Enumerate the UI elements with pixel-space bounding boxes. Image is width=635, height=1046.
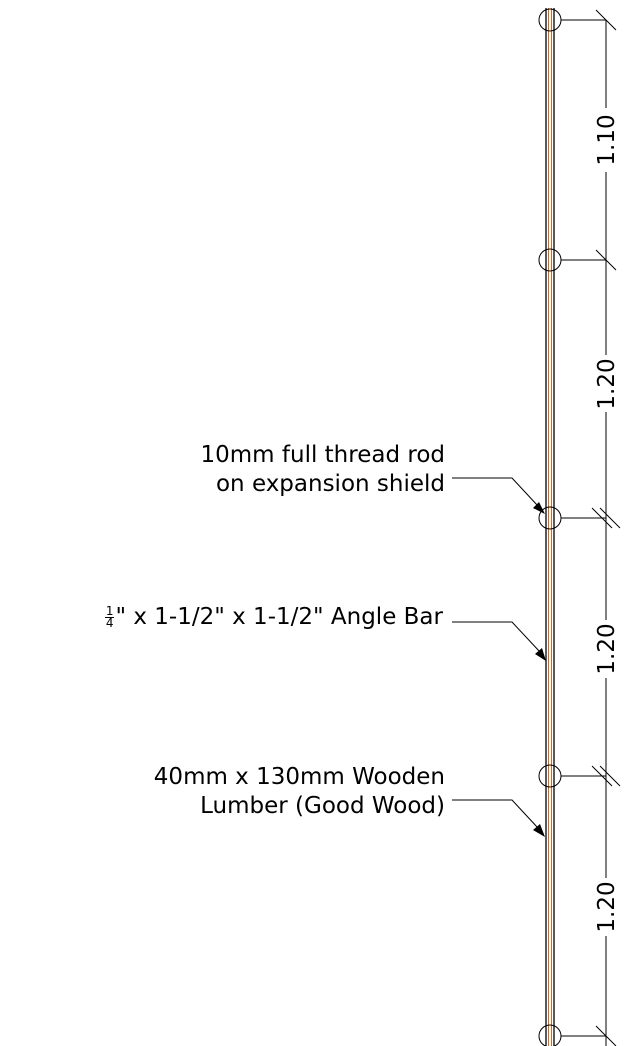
dimension-tick — [599, 507, 621, 529]
leader-lumber — [452, 799, 545, 837]
anchor-point — [538, 764, 606, 788]
leader-arrowhead — [533, 502, 545, 514]
anchor-point — [538, 506, 606, 530]
dimension-label-3: 1.20 — [594, 623, 620, 674]
dimension-tick — [595, 249, 617, 271]
label-thread-rod-line2: on expansion shield — [215, 471, 445, 497]
label-thread-rod: 10mm full thread rod on expansion shield — [201, 441, 445, 499]
dimension-tick — [591, 507, 613, 529]
dimension-label-2: 1.20 — [594, 358, 620, 409]
label-lumber: 40mm x 130mm Wooden Lumber (Good Wood) — [154, 763, 445, 821]
dimension-ticks — [591, 9, 621, 1046]
dimension-label-4: 1.20 — [594, 881, 620, 932]
dimension-tick — [595, 1025, 617, 1046]
vertical-member — [545, 8, 555, 1046]
leader-arrowhead — [533, 824, 545, 837]
anchor-point — [538, 248, 606, 272]
dimension-tick — [599, 765, 621, 787]
dimension-label-1: 1.10 — [594, 114, 620, 165]
label-angle-bar-text: " x 1-1/2" x 1-1/2" Angle Bar — [115, 604, 443, 630]
anchor-points — [538, 8, 606, 1046]
leader-thread-rod — [452, 477, 545, 514]
label-lumber-line2: Lumber (Good Wood) — [200, 793, 445, 819]
label-thread-rod-line1: 10mm full thread rod — [200, 442, 445, 468]
leader-angle-bar — [452, 621, 546, 661]
dimension-tick — [595, 9, 617, 31]
fraction-denominator: 4 — [105, 616, 114, 630]
anchor-point — [538, 8, 606, 32]
fraction-numerator: 1 — [104, 604, 115, 618]
anchor-point — [538, 1024, 606, 1046]
leader-arrowhead — [535, 648, 546, 661]
dimension-tick — [591, 765, 613, 787]
label-lumber-line1: 40mm x 130mm Wooden — [153, 764, 445, 790]
